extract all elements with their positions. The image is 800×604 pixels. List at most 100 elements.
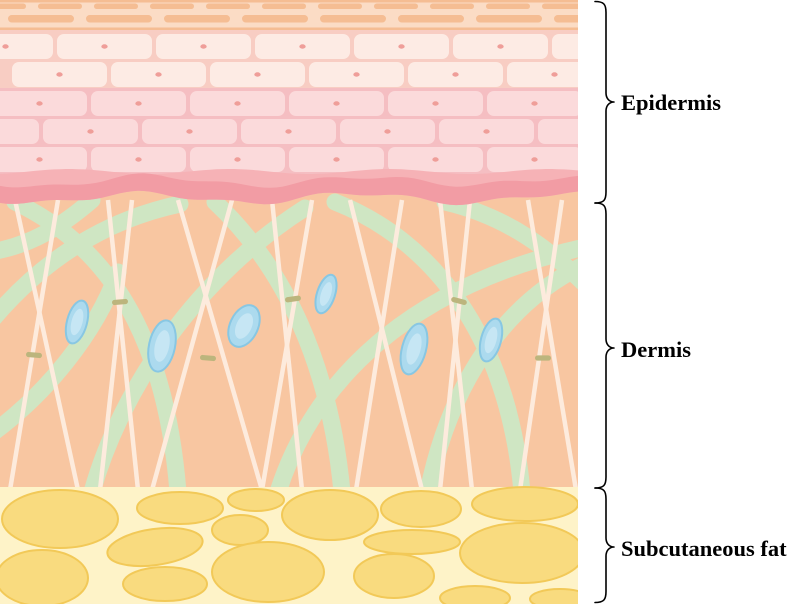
elastic-fiber <box>175 199 265 491</box>
keratinocyte-cell <box>309 62 404 87</box>
keratinocyte-body <box>507 62 578 87</box>
cell-nucleus <box>333 157 340 162</box>
corneocyte <box>542 3 578 9</box>
cell-nucleus <box>531 157 538 162</box>
cell-nucleus <box>186 129 193 134</box>
cell-nucleus <box>432 101 439 106</box>
corneocyte <box>206 3 250 9</box>
keratinocyte-cell <box>552 34 602 59</box>
fiber-crosslink <box>26 351 42 359</box>
elastic-fiber <box>259 199 315 491</box>
elastic-fiber <box>347 199 425 491</box>
cell-nucleus <box>135 157 142 162</box>
fat-cell <box>227 488 285 512</box>
fibroblast-nucleus <box>70 308 84 336</box>
cell-nucleus <box>398 44 405 49</box>
cell-nucleus <box>285 129 292 134</box>
fibroblast-nucleus <box>484 326 498 354</box>
fat-cell <box>529 588 578 604</box>
keratinocyte-cell <box>0 119 39 144</box>
fibroblast-nucleus <box>234 313 254 339</box>
collagen-fiber <box>0 195 189 324</box>
fat-cell <box>363 529 461 555</box>
stratum-corneum-line <box>0 27 578 30</box>
keratinocyte-cell <box>111 62 206 87</box>
fiber-crosslink <box>535 355 551 361</box>
corneocyte <box>554 15 578 23</box>
corneocyte <box>486 3 530 9</box>
keratinocyte-cell <box>156 34 251 59</box>
keratinocyte-cell <box>408 62 503 87</box>
elastic-fiber <box>353 199 405 491</box>
keratinocyte-body <box>538 119 578 144</box>
keratinocyte-cell <box>487 91 578 116</box>
keratinocyte-cell <box>538 119 588 144</box>
cell-nucleus <box>531 101 538 106</box>
corneocyte <box>8 15 74 23</box>
fat-cell <box>380 490 462 528</box>
elastic-fiber <box>97 199 135 491</box>
keratinocyte-body <box>0 147 87 172</box>
keratinocyte-cell <box>57 34 152 59</box>
elastic-fiber <box>12 199 81 491</box>
elastic-fiber <box>105 199 141 491</box>
elastic-fiber <box>517 199 565 491</box>
cell-nucleus <box>2 44 9 49</box>
corneocyte <box>374 3 418 9</box>
cell-nucleus <box>497 44 504 49</box>
keratinocyte-cell <box>0 34 53 59</box>
fat-cell <box>136 491 224 525</box>
collagen-fiber <box>0 263 127 439</box>
epidermis-label: Epidermis <box>621 90 721 115</box>
fibroblast-cell <box>147 319 177 373</box>
cell-nucleus <box>155 72 162 77</box>
cell-nucleus <box>582 129 588 133</box>
cell-nucleus <box>234 157 241 162</box>
subcutaneous-fat-label: Subcutaneous fat <box>621 536 787 561</box>
corneocyte <box>430 3 474 9</box>
subcutaneous-fat-brace <box>594 487 615 604</box>
keratinocyte-cell <box>190 91 285 116</box>
corneocyte <box>164 15 230 23</box>
keratinocyte-body <box>552 34 578 59</box>
keratinocyte-cell <box>142 119 237 144</box>
keratinocyte-cell <box>91 91 186 116</box>
keratinocyte-cell <box>453 34 548 59</box>
keratinocyte-cell <box>43 119 138 144</box>
keratinocyte-cell <box>388 147 483 172</box>
corneocyte <box>398 15 464 23</box>
keratinocyte-cell <box>507 62 578 87</box>
dermis-annotation: Dermis <box>594 202 691 489</box>
keratinocyte-cell <box>289 147 384 172</box>
corneocyte <box>38 3 82 9</box>
keratinocyte-cell <box>340 119 435 144</box>
fibroblast-nucleus <box>154 330 170 362</box>
fiber-crosslink <box>285 295 301 303</box>
keratinocyte-cell <box>190 147 285 172</box>
cell-nucleus <box>234 101 241 106</box>
cell-nucleus <box>596 44 602 48</box>
cell-nucleus <box>483 129 490 134</box>
keratinocyte-cell <box>289 91 384 116</box>
fibroblast-cell <box>314 273 338 315</box>
cell-nucleus <box>101 44 108 49</box>
dermis-brace <box>594 202 615 489</box>
cell-nucleus <box>551 72 558 77</box>
subcutaneous-fat-annotation: Subcutaneous fat <box>594 487 787 604</box>
subcutaneous-fat-layer <box>0 486 578 604</box>
cell-nucleus <box>200 44 207 49</box>
corneocyte <box>242 15 308 23</box>
corneocyte <box>86 15 152 23</box>
fat-cell <box>281 489 379 541</box>
cell-nucleus <box>135 101 142 106</box>
elastic-fiber <box>149 199 235 491</box>
keratinocyte-cell <box>388 91 483 116</box>
keratinocyte-cell <box>439 119 534 144</box>
keratinocyte-body <box>0 34 53 59</box>
keratinocyte-cell <box>91 147 186 172</box>
epidermis-layer <box>0 0 602 206</box>
cell-nucleus <box>299 44 306 49</box>
fibroblast-nucleus <box>406 333 422 365</box>
cell-nucleus <box>353 72 360 77</box>
